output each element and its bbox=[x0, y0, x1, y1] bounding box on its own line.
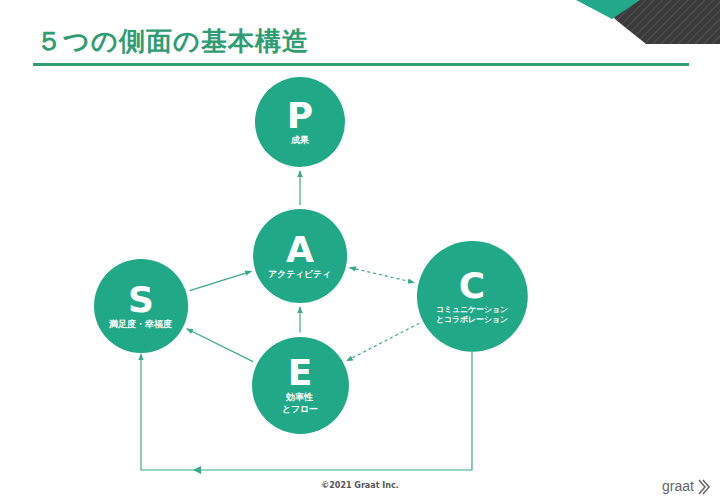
aspect-circle: Cコミュニケーション とコラボレーション bbox=[417, 241, 528, 352]
aspect-letter: S bbox=[128, 281, 154, 319]
connector-arrow bbox=[299, 171, 300, 205]
connector-arrow bbox=[190, 271, 252, 290]
circle-fill bbox=[253, 209, 347, 303]
aspect-name: 成果 bbox=[291, 135, 309, 147]
circle-fill bbox=[94, 259, 188, 353]
aspect-circle: E効率性 とフロー bbox=[252, 337, 349, 434]
aspect-name: コミュニケーション とコラボレーション bbox=[433, 305, 511, 325]
aspect-name: アクティビティ bbox=[268, 269, 331, 281]
circle-fill bbox=[255, 77, 345, 167]
aspect-circle: P成果 bbox=[255, 77, 345, 167]
connector-arrow bbox=[299, 307, 300, 332]
corner-accent bbox=[576, 0, 640, 19]
connector-arrow bbox=[347, 323, 420, 361]
connector-arrow bbox=[141, 351, 472, 470]
logo-chevron bbox=[699, 480, 709, 494]
aspect-name: 効率性 とフロー bbox=[272, 392, 328, 415]
connector-arrow bbox=[187, 329, 253, 362]
aspect-circle: Aアクティビティ bbox=[253, 209, 347, 303]
aspect-circle: S満足度・幸福度 bbox=[94, 259, 188, 353]
aspect-letter: A bbox=[286, 231, 314, 269]
connector-arrow bbox=[350, 268, 414, 283]
circle-fill bbox=[417, 241, 528, 352]
aspect-letter: P bbox=[287, 97, 313, 135]
aspect-name: 満足度・幸福度 bbox=[109, 319, 172, 331]
aspect-letter: E bbox=[288, 354, 313, 392]
brand-logo: graat bbox=[662, 478, 694, 494]
aspect-letter: C bbox=[459, 267, 485, 305]
circle-fill bbox=[252, 337, 349, 434]
page-title: ５つの側面の基本構造 bbox=[36, 24, 309, 59]
copyright-note: ©2021 Graat Inc. bbox=[0, 481, 720, 490]
title-rule bbox=[33, 63, 689, 66]
